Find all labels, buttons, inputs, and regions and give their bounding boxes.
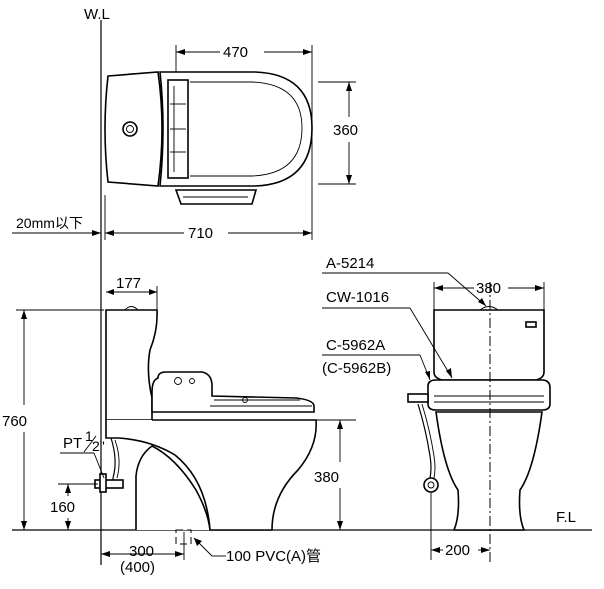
svg-text:2": 2": [92, 438, 105, 454]
side-seat-unit: [151, 371, 315, 413]
model-labels: A-5214 CW-1016 C-5962A (C-5962B): [322, 255, 487, 381]
dim-380-width: 380: [476, 280, 501, 297]
supply-pipe-label: PT 1 2": [60, 428, 105, 479]
bowl-model-alt-label: (C-5962B): [322, 360, 391, 377]
front-bowl: [435, 411, 543, 531]
front-control: [407, 393, 429, 403]
tank-model-label: CW-1016: [326, 289, 389, 306]
bowl-model-label: C-5962A: [326, 337, 385, 354]
front-supply-hose: [417, 403, 432, 479]
seat-model-label: A-5214: [326, 255, 374, 272]
dim-710: 710: [188, 225, 213, 242]
dim-200: 200: [445, 542, 470, 559]
drain-pipe: [175, 529, 192, 545]
dim-360: 360: [333, 122, 358, 139]
dimension-overall-length: 710 20mm以下: [12, 195, 312, 242]
front-seat: [427, 379, 551, 411]
plan-seat-outline: [159, 71, 313, 187]
side-supply-hose: [110, 437, 116, 486]
wall-line-label: W.L: [84, 6, 110, 23]
pvc-pipe-label: 100 PVC(A)管: [226, 548, 321, 565]
side-supply-valve: [94, 479, 124, 489]
dimension-overall-height: 760: [2, 309, 104, 530]
dimension-seat-width: 360: [318, 81, 358, 185]
side-view: [94, 306, 317, 545]
dim-380-height: 380: [314, 469, 339, 486]
dimension-supply-offset: 200: [430, 492, 490, 560]
dim-160: 160: [50, 499, 75, 516]
dim-760: 760: [2, 413, 27, 430]
floor-line-label: F.L: [556, 509, 576, 526]
dimension-seat-length: 470: [175, 44, 313, 240]
drain-pipe-label: 100 PVC(A)管: [193, 537, 321, 565]
dim-470: 470: [223, 44, 248, 61]
plan-view: [104, 71, 313, 205]
dimension-bowl-height: 380: [314, 419, 356, 530]
dimension-supply-height: 160: [50, 483, 98, 530]
dim-177: 177: [116, 275, 141, 292]
flush-button: [122, 121, 138, 137]
svg-text:PT: PT: [63, 435, 82, 452]
dimension-drain-offset: 300 (400): [101, 532, 185, 576]
dim-300: 300: [129, 543, 154, 560]
plan-seat-inner: [190, 81, 303, 177]
dim-400-alt: (400): [120, 559, 155, 576]
front-supply-valve: [423, 477, 439, 493]
side-trapway: [135, 445, 211, 531]
dimension-tank-width: 380: [433, 280, 545, 310]
side-tank: [105, 309, 158, 421]
wall-offset-label: 20mm以下: [16, 215, 83, 231]
dimension-tank-depth: 177: [106, 275, 158, 310]
svg-text:1: 1: [85, 428, 93, 444]
front-view: [407, 282, 551, 565]
